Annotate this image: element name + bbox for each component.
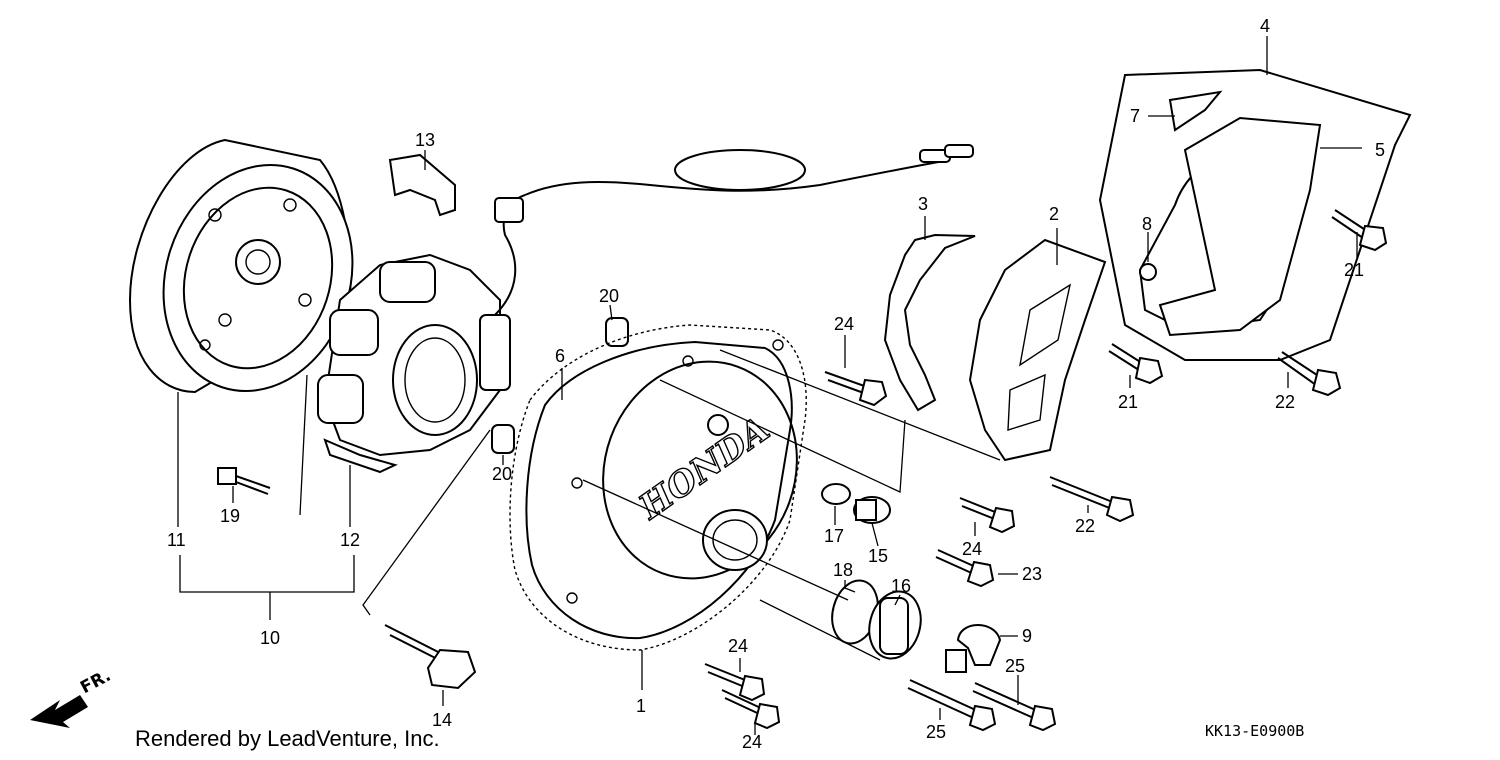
callout-20-top: 20	[599, 286, 619, 306]
check-plug-part	[853, 496, 891, 524]
bolt-25-left	[907, 679, 997, 732]
callout-24-bottom: 24	[742, 732, 762, 752]
callout-15: 15	[868, 546, 888, 566]
callout-10: 10	[260, 628, 280, 648]
bolt-23	[935, 549, 995, 588]
drawing-code: KK13-E0900B	[1205, 722, 1305, 740]
credit-text: Rendered by LeadVenture, Inc.	[135, 726, 440, 751]
callout-9: 9	[1022, 626, 1032, 646]
bolt-24-top	[824, 371, 888, 407]
callout-12: 12	[340, 530, 360, 550]
bolt-22-mid	[1049, 476, 1135, 523]
callout-3: 3	[918, 194, 928, 214]
callout-24-top: 24	[834, 314, 854, 334]
callout-23: 23	[1022, 564, 1042, 584]
bolt-24-lower	[704, 663, 766, 702]
wire-harness	[494, 144, 974, 316]
arrow-front-icon	[30, 695, 88, 728]
dowel-pin-part	[491, 317, 629, 454]
callout-4: 4	[1260, 16, 1270, 36]
callout-7: 7	[1130, 106, 1140, 126]
bolt-21-right	[1331, 209, 1388, 252]
stator-part	[317, 253, 511, 474]
callout-19: 19	[220, 506, 240, 526]
callout-numbers: 1 2 3 4 5 6 7 8 9 10 11 12 13 14 15 16 1…	[167, 16, 1385, 752]
callout-2: 2	[1049, 204, 1059, 224]
callout-22-mid: 22	[1075, 516, 1095, 536]
callout-20-bottom: 20	[492, 464, 512, 484]
callout-25-right: 25	[1005, 656, 1025, 676]
leader-lines	[177, 36, 1362, 735]
callout-18: 18	[833, 560, 853, 580]
bolt-24-right	[959, 497, 1016, 534]
bolt-19	[217, 467, 271, 495]
bolt-14	[384, 624, 477, 690]
wire-clamp-part	[388, 153, 456, 217]
bolt-22-right	[1277, 351, 1342, 397]
bolt-25-right	[972, 682, 1057, 732]
callout-13: 13	[415, 130, 435, 150]
sprocket-cover-part	[968, 238, 1107, 462]
callout-22-right: 22	[1275, 392, 1295, 412]
callout-24-right: 24	[962, 539, 982, 559]
callout-17: 17	[824, 526, 844, 546]
callout-21-right: 21	[1344, 260, 1364, 280]
callout-25-left: 25	[926, 722, 946, 742]
callout-1: 1	[636, 696, 646, 716]
cable-clip-part	[945, 624, 1002, 673]
callout-8: 8	[1142, 214, 1152, 234]
callout-21-mid: 21	[1118, 392, 1138, 412]
bolt-21-mid	[1108, 343, 1164, 385]
callout-11: 11	[167, 530, 186, 550]
guard-plate-part	[1098, 68, 1412, 361]
callout-16: 16	[891, 576, 911, 596]
callout-14: 14	[432, 710, 452, 730]
hole-cap-part	[868, 590, 922, 660]
callout-5: 5	[1375, 140, 1385, 160]
callout-24-lower: 24	[728, 636, 748, 656]
callout-6: 6	[555, 346, 565, 366]
washer-part	[821, 483, 851, 505]
bolt-24-bottom	[721, 689, 781, 730]
wire-guide-part	[883, 233, 976, 412]
flywheel-part	[128, 138, 354, 394]
crankcase-cover-part: HONDA	[509, 324, 807, 651]
